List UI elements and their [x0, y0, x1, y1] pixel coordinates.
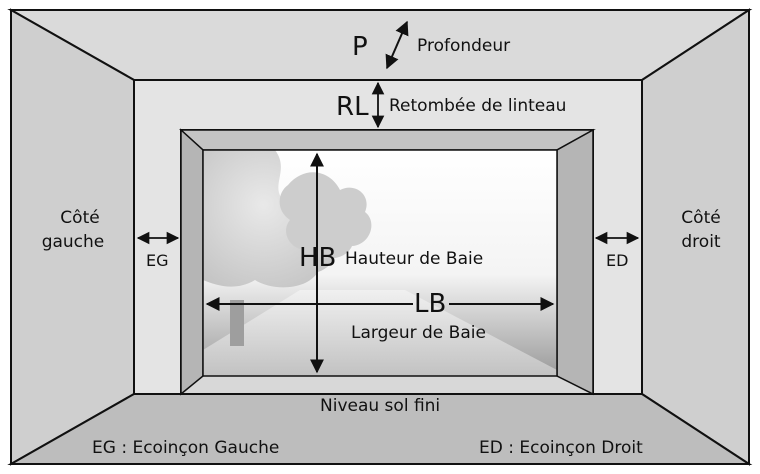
lintel-reveal	[179, 129, 596, 151]
rl-abbr: RL	[336, 92, 369, 122]
tree-left	[203, 150, 338, 288]
lb-label: Largeur de Baie	[351, 323, 486, 343]
hb-abbr: HB	[299, 243, 337, 273]
ceiling	[7, 9, 753, 81]
p-label: Profondeur	[417, 36, 511, 56]
right-side-label-line1: Côté	[681, 208, 721, 228]
legend-ed: ED : Ecoinçon Droit	[479, 438, 643, 458]
left-side-label-line1: Côté	[60, 208, 100, 228]
ed-abbr: ED	[606, 251, 629, 270]
road	[203, 290, 557, 376]
rl-label: Retombée de linteau	[389, 96, 567, 116]
depth-arrow	[385, 20, 409, 70]
left-reveal	[180, 128, 204, 396]
tree-trunk	[230, 300, 244, 346]
legend-eg: EG : Ecoinçon Gauche	[92, 438, 280, 458]
tree-right	[279, 172, 372, 259]
lb-abbr: LB	[414, 289, 447, 319]
floor-label: Niveau sol fini	[320, 396, 441, 416]
right-side-label-line2: droit	[681, 232, 721, 252]
p-abbr: P	[352, 32, 368, 62]
hb-label: Hauteur de Baie	[345, 249, 484, 269]
opening-outline	[202, 149, 558, 377]
left-side-label-line2: gauche	[41, 232, 105, 252]
eg-abbr: EG	[146, 251, 169, 270]
right-reveal	[556, 128, 594, 396]
